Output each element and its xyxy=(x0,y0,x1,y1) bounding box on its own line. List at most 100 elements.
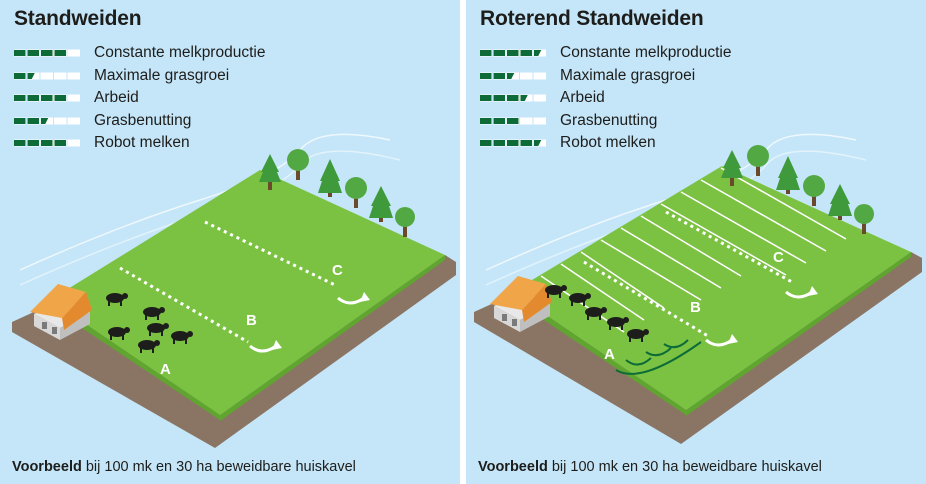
rating-bar xyxy=(480,139,546,147)
legend-item: Arbeid xyxy=(14,87,265,110)
rating-bar xyxy=(480,72,546,80)
rating-segment-filled xyxy=(507,95,519,102)
rating-segment-filled xyxy=(41,95,53,102)
footer-note: Voorbeeld bij 100 mk en 30 ha beweidbare… xyxy=(478,459,822,475)
footer-text: bij 100 mk en 30 ha beweidbare huiskavel xyxy=(81,459,356,475)
rating-segment-filled xyxy=(41,117,49,124)
rating-segment-filled xyxy=(14,50,26,57)
footer-text: bij 100 mk en 30 ha beweidbare huiskavel xyxy=(547,459,822,475)
legend-label: Robot melken xyxy=(94,134,190,152)
rating-segment-empty xyxy=(54,72,67,80)
rating-segment-filled xyxy=(41,140,53,147)
rating-bar xyxy=(14,117,80,125)
zone-label: C xyxy=(773,249,784,266)
cows xyxy=(106,293,193,353)
rating-segment-empty xyxy=(67,117,80,125)
legend-item: Grasbenutting xyxy=(480,110,731,133)
rating-segment-filled xyxy=(14,140,26,147)
rating-segment-filled xyxy=(480,140,492,147)
rating-segment-empty xyxy=(67,94,80,102)
legend-item: Grasbenutting xyxy=(14,110,265,133)
legend-item: Maximale grasgroei xyxy=(480,65,731,88)
legend-label: Constante melkproductie xyxy=(94,44,266,62)
rating-segment-filled xyxy=(493,72,505,79)
rating-bar xyxy=(480,94,546,102)
legend-label: Arbeid xyxy=(94,89,139,107)
trees xyxy=(721,145,874,234)
rating-segment-filled xyxy=(520,50,532,57)
rating-segment-filled xyxy=(493,140,505,147)
footer-note: Voorbeeld bij 100 mk en 30 ha beweidbare… xyxy=(12,459,356,475)
rating-segment-filled xyxy=(27,72,35,79)
rating-segment-empty xyxy=(67,72,80,80)
legend-item: Maximale grasgroei xyxy=(14,65,265,88)
rating-segment-filled xyxy=(27,95,39,102)
rating-bar xyxy=(480,117,546,125)
rating-segment-empty xyxy=(520,72,533,80)
farmhouse-icon xyxy=(30,284,92,340)
legend-item: Robot melken xyxy=(14,132,265,155)
strip-dividers xyxy=(540,167,847,333)
panel-roterend-standweiden: A B C Roterend Standweiden Constante mel… xyxy=(466,0,926,484)
zone-label: C xyxy=(332,262,343,279)
rating-segment-filled xyxy=(27,117,39,124)
rating-bar xyxy=(14,72,80,80)
rating-segment-filled xyxy=(507,72,515,79)
panel-title: Standweiden xyxy=(14,7,142,30)
rating-segment-empty xyxy=(40,72,53,80)
legend-label: Grasbenutting xyxy=(94,111,192,129)
rating-segment-filled xyxy=(480,72,492,79)
panel-title: Roterend Standweiden xyxy=(480,7,704,30)
rating-segment-filled xyxy=(27,140,39,147)
legend-label: Arbeid xyxy=(560,89,605,107)
pasture-illustration: A B C xyxy=(12,133,456,448)
rating-segment-empty xyxy=(520,117,533,125)
legend-label: Maximale grasgroei xyxy=(94,66,230,84)
rating-segment-filled xyxy=(534,50,542,57)
legend-item: Constante melkproductie xyxy=(480,42,731,65)
rating-segment-filled xyxy=(493,50,505,57)
rating-segment-filled xyxy=(480,95,492,102)
legend-label: Maximale grasgroei xyxy=(560,66,696,84)
zone-label: A xyxy=(160,361,171,378)
rating-segment-filled xyxy=(480,50,492,57)
rating-segment-empty xyxy=(533,94,546,102)
legend-label: Constante melkproductie xyxy=(560,44,732,62)
rating-segment-filled xyxy=(14,95,26,102)
rating-segment-filled xyxy=(493,95,505,102)
rating-segment-filled xyxy=(493,117,505,124)
rating-segment-filled xyxy=(14,117,26,124)
rating-segment-filled xyxy=(520,140,532,147)
rating-segment-filled xyxy=(507,117,519,124)
rating-bar xyxy=(14,94,80,102)
zone-label: B xyxy=(690,299,701,316)
rating-segment-filled xyxy=(534,140,542,147)
field xyxy=(512,166,911,410)
rating-segment-empty xyxy=(533,72,546,80)
rating-segment-empty xyxy=(54,117,67,125)
zone-label: A xyxy=(604,346,615,363)
cows xyxy=(545,285,649,342)
rating-bar xyxy=(480,49,546,57)
rotation-arrow-icon xyxy=(249,292,370,353)
legend-item: Robot melken xyxy=(480,132,731,155)
legend-label: Grasbenutting xyxy=(560,111,658,129)
rating-segment-filled xyxy=(507,50,519,57)
rating-segment-filled xyxy=(54,50,66,57)
pasture-illustration: A B C xyxy=(474,133,922,444)
zone-label: B xyxy=(246,312,257,329)
rating-bar xyxy=(14,49,80,57)
rating-segment-empty xyxy=(67,49,80,57)
rotation-arrow-icon xyxy=(705,286,818,347)
rating-segment-filled xyxy=(14,72,26,79)
field xyxy=(50,170,445,415)
rating-segment-filled xyxy=(27,50,39,57)
paddock-divider xyxy=(204,220,336,287)
trees xyxy=(259,149,415,237)
legend-item: Constante melkproductie xyxy=(14,42,265,65)
farmhouse-icon xyxy=(490,276,552,332)
rating-segment-filled xyxy=(54,95,66,102)
legend-item: Arbeid xyxy=(480,87,731,110)
